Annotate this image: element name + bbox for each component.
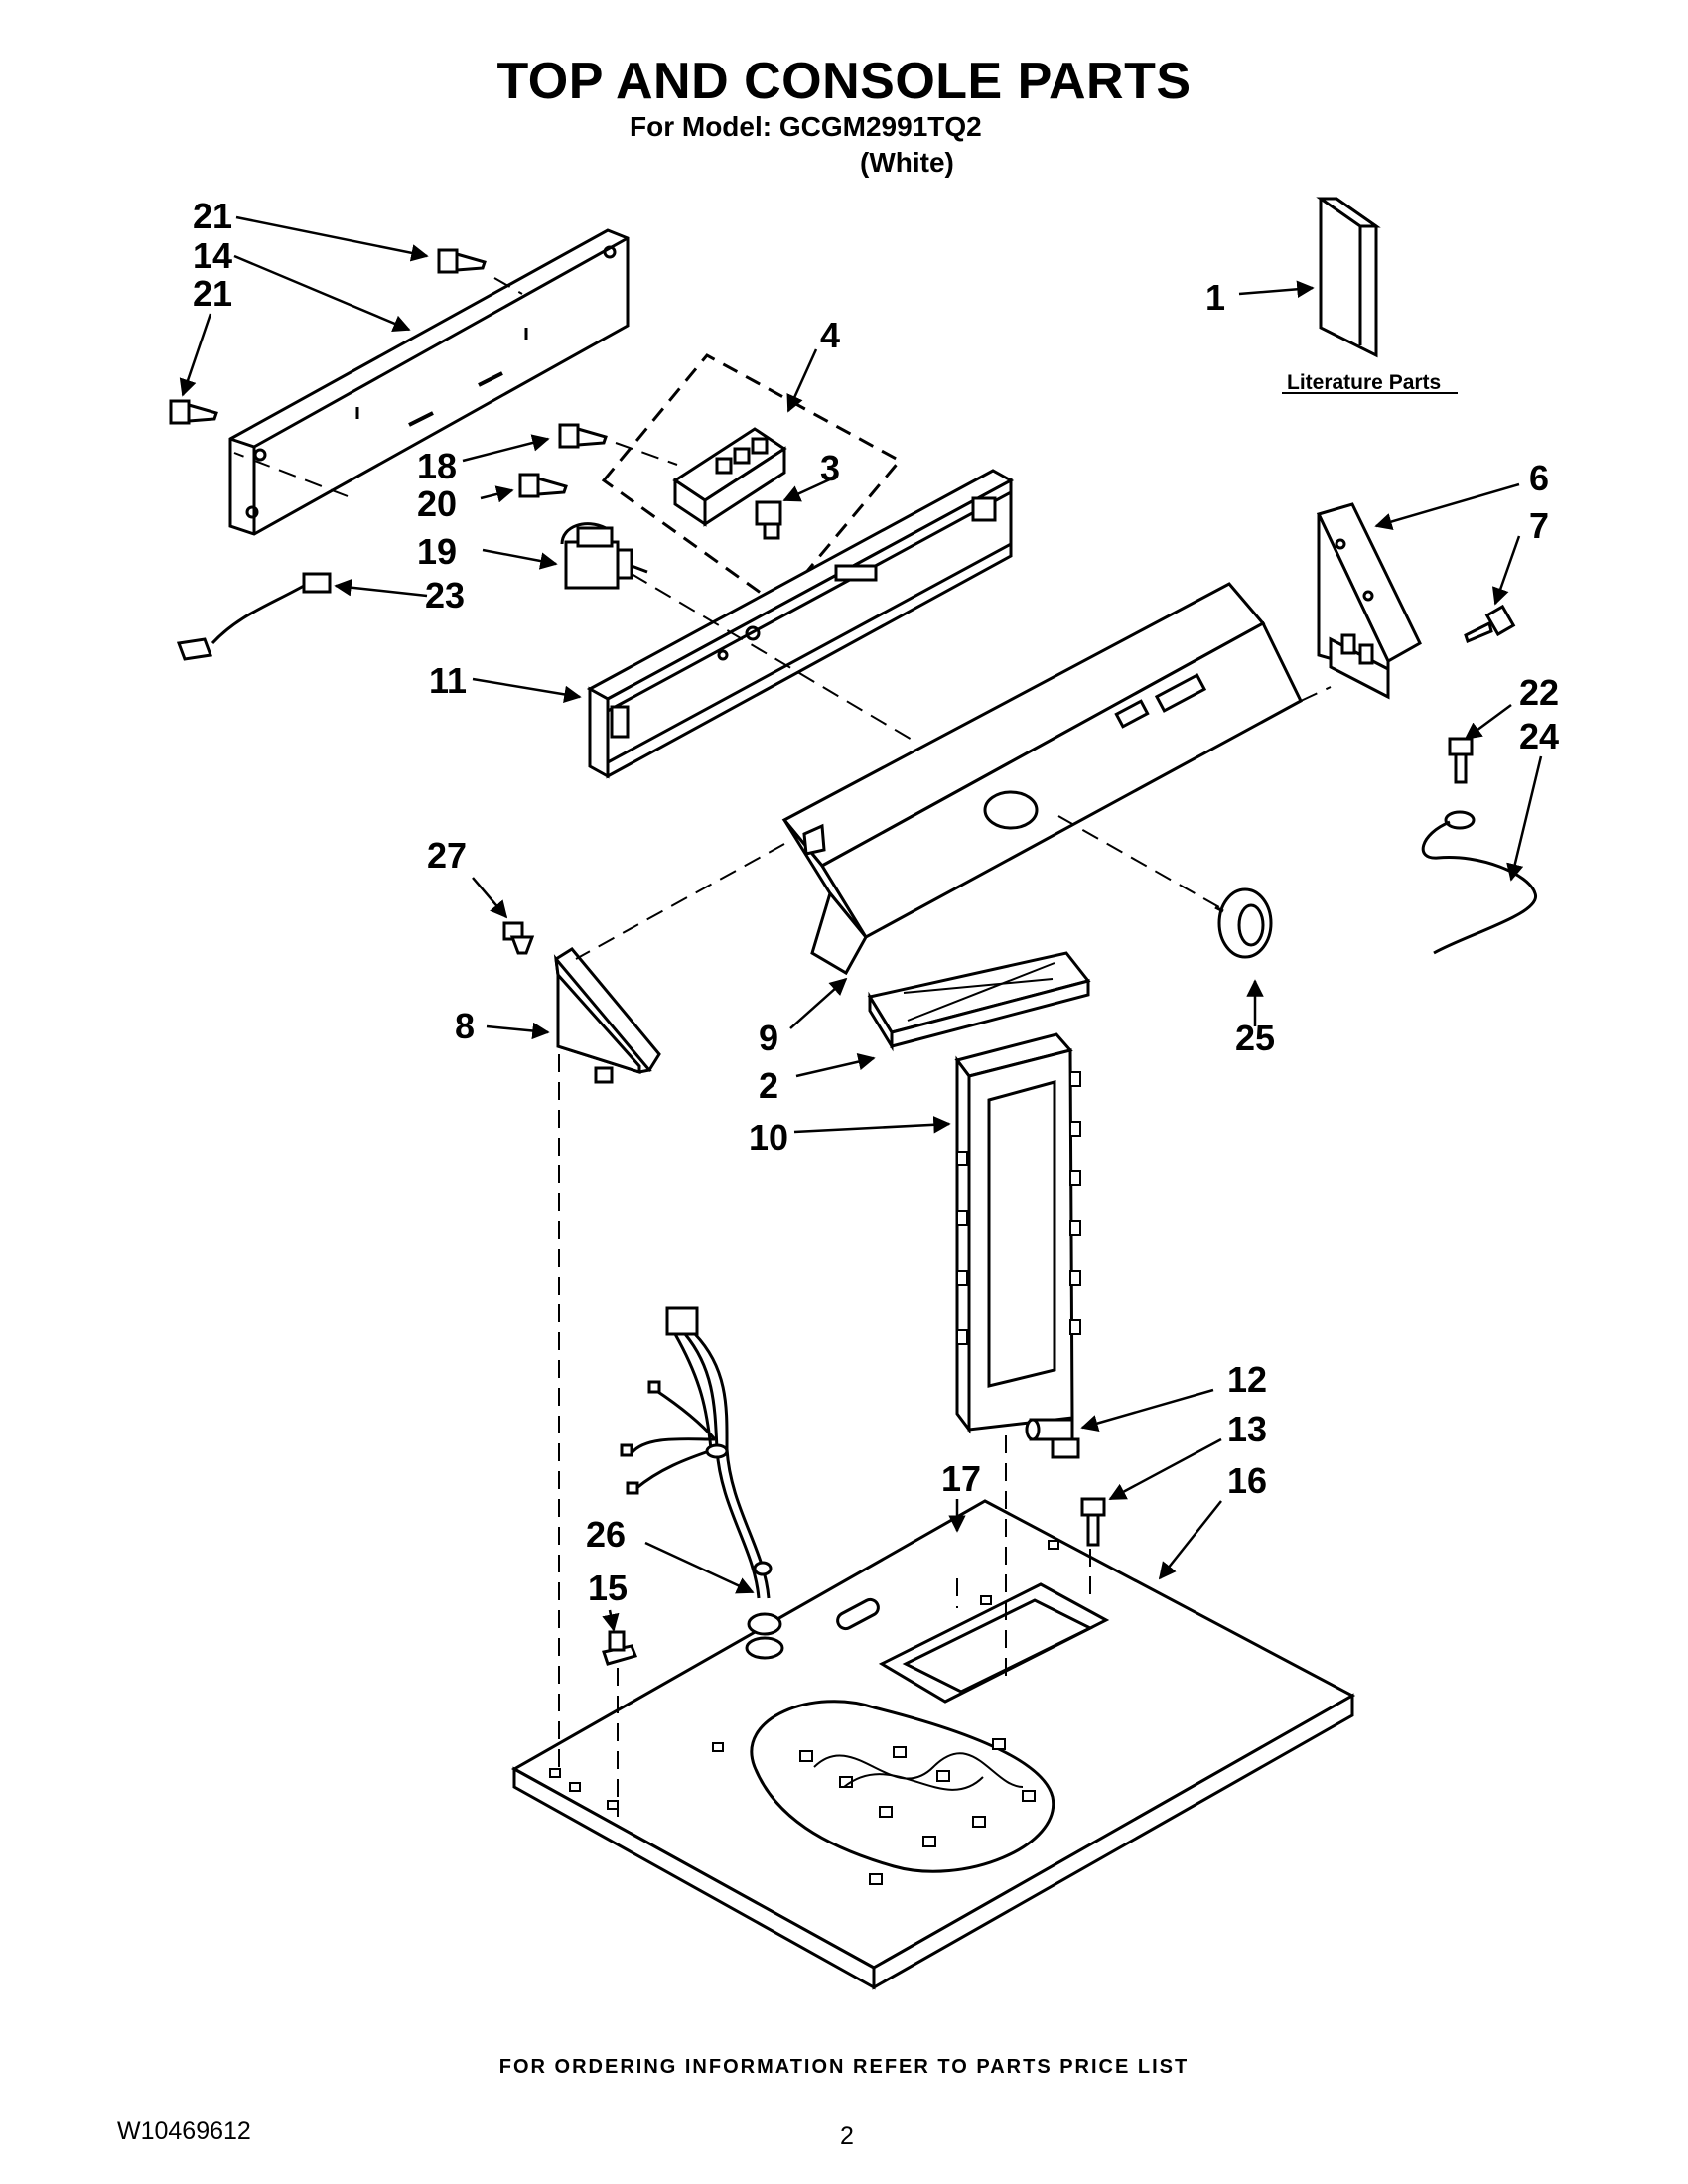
callout-2: 2	[759, 1065, 778, 1106]
callout-11: 11	[429, 660, 467, 701]
lint-switch	[1025, 1418, 1080, 1459]
callout-21-left: 21	[193, 273, 232, 314]
callout-6: 6	[1529, 458, 1549, 498]
callout-arrows	[179, 215, 1543, 1632]
callout-23: 23	[425, 575, 465, 615]
ground-wire	[1421, 810, 1537, 955]
callout-19: 19	[417, 531, 457, 572]
callout-22: 22	[1519, 672, 1559, 713]
callout-12: 12	[1227, 1359, 1267, 1400]
callout-27: 27	[427, 835, 467, 876]
screw-21-top	[437, 248, 487, 274]
callout-7: 7	[1529, 505, 1549, 546]
callout-9: 9	[759, 1018, 778, 1058]
callout-4: 4	[820, 315, 840, 355]
screw-13	[1080, 1497, 1106, 1547]
callout-26: 26	[586, 1514, 626, 1555]
screw-22	[1448, 737, 1474, 784]
color-line: (White)	[860, 147, 954, 178]
page-title: TOP AND CONSOLE PARTS	[496, 53, 1192, 110]
callout-3: 3	[820, 448, 840, 488]
callout-1: 1	[1205, 277, 1225, 318]
model-line: For Model: GCGM2991TQ2	[630, 111, 982, 142]
knob-25	[1214, 887, 1273, 959]
callout-18: 18	[417, 446, 457, 486]
callout-16: 16	[1227, 1460, 1267, 1501]
console-panel	[781, 582, 1303, 976]
clip-27	[502, 921, 535, 955]
knob-3	[755, 500, 782, 540]
document-number: W10469612	[117, 2117, 251, 2145]
switch-assembly	[672, 427, 787, 527]
callout-14: 14	[193, 235, 232, 276]
page-number: 2	[840, 2122, 854, 2150]
console-rail	[586, 469, 1015, 779]
literature-label: Literature Parts	[1287, 371, 1441, 394]
filter-cover	[867, 951, 1091, 1052]
assembly-lines	[233, 277, 1332, 1817]
callout-8: 8	[455, 1006, 475, 1046]
wire-23	[176, 572, 332, 661]
callout-10: 10	[749, 1117, 788, 1158]
callout-24: 24	[1519, 716, 1559, 756]
callout-21-top: 21	[193, 196, 232, 236]
clip-15	[602, 1630, 638, 1666]
ordering-info: FOR ORDERING INFORMATION REFER TO PARTS …	[498, 2056, 1190, 2078]
timer	[560, 522, 648, 590]
end-cap-left	[553, 947, 661, 1084]
rear-bracket	[228, 228, 630, 536]
top-panel	[510, 1499, 1356, 1990]
switch-dashed-box	[601, 353, 903, 609]
callout-20: 20	[417, 483, 457, 524]
literature-booklet	[1316, 197, 1381, 358]
wire-harness	[620, 1306, 782, 1636]
lint-duct	[954, 1032, 1081, 1434]
callout-25: 25	[1235, 1018, 1275, 1058]
screw-20	[518, 473, 568, 498]
screw-18	[558, 423, 608, 449]
callout-13: 13	[1227, 1409, 1267, 1449]
screw-21-left	[169, 399, 218, 425]
end-cap-right	[1316, 502, 1422, 700]
callout-17: 17	[941, 1458, 981, 1499]
callout-15: 15	[588, 1568, 628, 1608]
screw-7	[1464, 604, 1516, 644]
